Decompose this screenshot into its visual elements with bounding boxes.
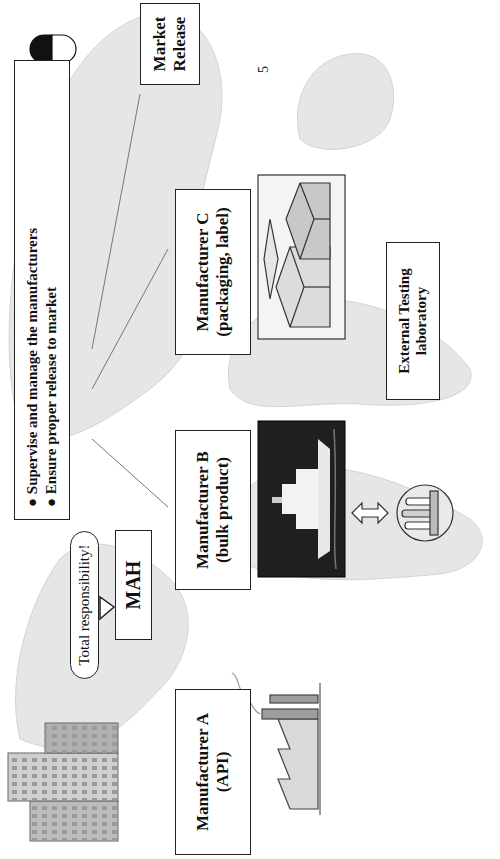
process-box: Manufacturer C (packaging, label) (175, 189, 251, 355)
warehouse-boxes-icon (300, 183, 314, 259)
lab-icon (430, 491, 438, 535)
process-box: Manufacturer A (API) (175, 689, 251, 855)
process-box: MAH (115, 530, 152, 640)
warehouse-boxes-icon (314, 218, 330, 219)
process-box: Market Release (140, 3, 200, 85)
ship-photo (296, 469, 318, 529)
pill-icon (30, 35, 76, 63)
node-text: MAH (122, 561, 145, 610)
double-arrow (352, 503, 388, 523)
lab-icon (397, 485, 453, 541)
node-text: Manufacturer C (packaging, label) (193, 195, 232, 349)
page-number: 5 (256, 66, 272, 73)
warehouse-boxes-icon (304, 286, 330, 287)
node-text: Market Release (150, 9, 189, 79)
leader-line (92, 249, 168, 389)
ship-photo (272, 497, 282, 503)
callout-box: ● Supervise and manage the manufacturers… (14, 60, 70, 520)
node-text: ● Ensure proper release to market (42, 287, 61, 507)
warehouse-boxes-icon (258, 175, 345, 339)
world-map (297, 54, 393, 150)
warehouse-boxes-icon (286, 183, 330, 259)
leader-line (92, 439, 168, 507)
office-building-icon (45, 723, 118, 753)
node-text: ● Supervise and manage the manufacturers (23, 228, 42, 507)
world-map (9, 13, 482, 748)
bubble-tail (100, 597, 114, 619)
callout-bubble: Total responsibility! (70, 531, 99, 679)
world-map (16, 544, 189, 748)
node-text: Total responsibility! (76, 540, 93, 670)
process-box: Manufacturer B (bulk product) (175, 430, 251, 590)
node-text: Manufacturer A (API) (193, 695, 232, 849)
office-building-icon (8, 723, 118, 841)
ship-photo (318, 439, 330, 559)
office-building-icon (30, 801, 118, 841)
pill-icon (52, 35, 76, 63)
office-building-icon (8, 753, 118, 801)
leader-line (92, 94, 168, 507)
ship-photo (258, 421, 345, 577)
ship-photo (334, 429, 336, 569)
ship-photo (258, 421, 345, 577)
lab-icon (397, 485, 453, 541)
leader-line (92, 94, 140, 349)
warehouse-boxes-icon (264, 219, 278, 299)
factory-icon (270, 695, 318, 703)
office-building-icon (30, 801, 118, 841)
office-building-icon (45, 723, 118, 753)
double-arrow (352, 503, 388, 523)
ship-photo (282, 484, 296, 514)
warehouse-boxes-icon (258, 175, 345, 339)
factory-icon (278, 719, 318, 809)
pill-icon (30, 35, 52, 63)
bubble-tail (100, 597, 114, 619)
office-building-icon (8, 753, 118, 801)
process-box: External Testing laboratory (386, 242, 440, 400)
node-text: Manufacturer B (bulk product) (193, 436, 232, 584)
factory-icon (262, 709, 318, 719)
factory-icon (319, 683, 320, 815)
node-text: External Testing laboratory (396, 248, 431, 394)
